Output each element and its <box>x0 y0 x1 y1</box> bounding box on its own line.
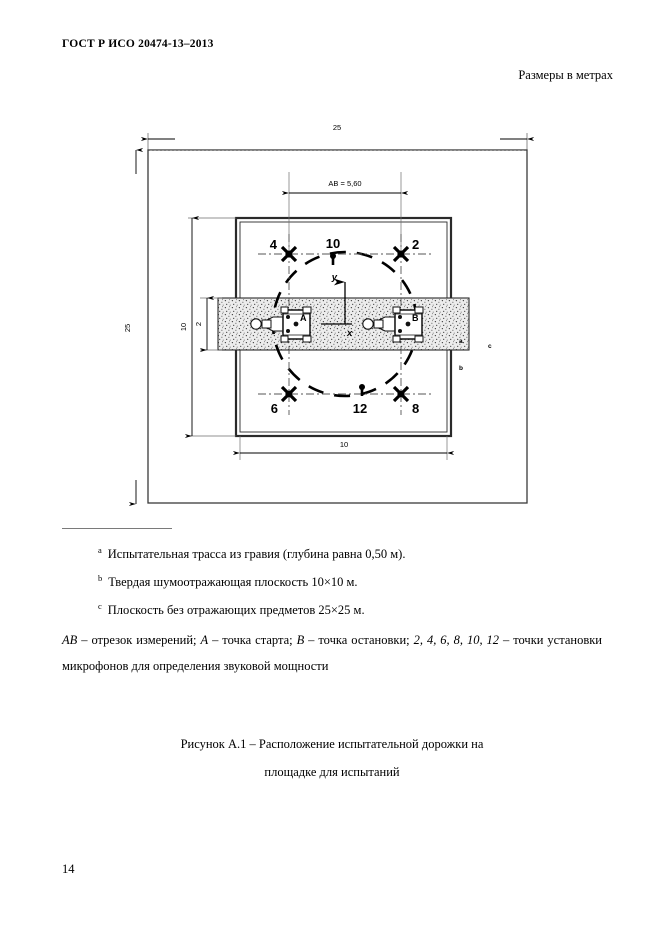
dimension-label-outer-top: 25 <box>333 123 341 132</box>
dimension-label-ab: AB = 5,60 <box>328 179 361 188</box>
dimension-track-width: 2 <box>194 295 222 353</box>
clear-area-boundary <box>147 149 528 504</box>
axis-label-x: x <box>346 328 353 339</box>
microphone-2: 2 <box>392 237 419 263</box>
dimension-outer-left: 25 <box>123 147 144 507</box>
microphone-10-label: 10 <box>326 236 340 251</box>
vehicle-a-label: A <box>300 313 307 323</box>
figure-caption-line1: Рисунок А.1 – Расположение испытательной… <box>180 737 484 751</box>
legend-term-a: A <box>200 633 209 647</box>
microphone-8: 8 <box>392 385 419 416</box>
dimension-outer-top: 25 <box>140 123 535 152</box>
footnote-a: a Испытательная трасса из гравия (глубина… <box>98 538 618 566</box>
axis-label-y: y <box>331 272 338 283</box>
microphone-10: 10 <box>326 236 340 265</box>
footnote-b-text: Твердая шумоотражающая плоскость 10×10 м… <box>108 575 358 590</box>
page-number: 14 <box>62 862 75 876</box>
coordinate-axes: y x <box>321 272 353 339</box>
area-mark-b: b <box>459 365 463 372</box>
microphone-6-label: 6 <box>271 401 278 416</box>
figure-caption: Рисунок А.1 – Расположение испытательной… <box>62 730 602 786</box>
legend-term-mics: 2, 4, 6, 8, 10, 12 <box>413 633 500 647</box>
footnote-c-text: Плоскость без отражающих предметов 25×25… <box>107 603 365 618</box>
microphone-2-label: 2 <box>412 237 419 252</box>
dimension-label-outer-left: 25 <box>123 324 132 332</box>
dimension-plate-width: 10 <box>232 436 455 460</box>
microphone-8-label: 8 <box>412 401 419 416</box>
dimension-label-track-width: 2 <box>194 322 203 326</box>
units-note: Размеры в метрах <box>518 68 613 82</box>
footnote-c-mark: c <box>98 601 102 612</box>
footnote-separator-rule <box>62 528 172 529</box>
footnote-a-text: Испытательная трасса из гравия (глубина … <box>107 547 406 562</box>
legend-desc-a: – точка старта; <box>208 633 297 647</box>
vehicle-b: B <box>362 306 424 343</box>
legend-desc-mics: – точки установки микрофонов для определ… <box>62 633 602 673</box>
vehicle-a: A <box>250 306 312 343</box>
microphone-4: 4 <box>270 237 298 263</box>
area-mark-c: c <box>488 343 492 350</box>
footnote-b: b Твердая шумоотражающая плоскость 10×10 … <box>98 566 618 594</box>
figure-caption-line2: площадке для испытаний <box>264 765 400 779</box>
page-header-standard-id: ГОСТ Р ИСО 20474-13–2013 <box>62 38 214 50</box>
area-mark-a: a <box>459 338 463 345</box>
footnote-b-mark: b <box>98 573 103 584</box>
microphone-4-label: 4 <box>270 237 278 252</box>
dimension-plate-height: 10 <box>179 215 236 439</box>
microphone-6: 6 <box>271 385 298 416</box>
dimension-label-plate-width: 10 <box>340 440 348 449</box>
legend-desc-ab: – отрезок измерений; <box>77 633 201 647</box>
legend-desc-b: – точка остановки; <box>304 633 414 647</box>
footnotes-list: a Испытательная трасса из гравия (глубина… <box>98 538 618 622</box>
figure-legend: AB – отрезок измерений; A – точка старта… <box>62 627 602 679</box>
footnote-c: c Плоскость без отражающих предметов 25×2… <box>98 594 618 622</box>
legend-term-b: B <box>296 633 305 647</box>
figure-a1-diagram: 25 25 10 10 2 AB = 5,60 <box>0 110 661 525</box>
vehicle-b-label: B <box>412 313 419 323</box>
dimension-label-plate-height: 10 <box>179 323 188 331</box>
footnote-a-mark: a <box>98 545 102 555</box>
microphone-12: 12 <box>353 384 367 416</box>
legend-term-ab: AB <box>62 633 78 647</box>
microphone-12-label: 12 <box>353 401 367 416</box>
